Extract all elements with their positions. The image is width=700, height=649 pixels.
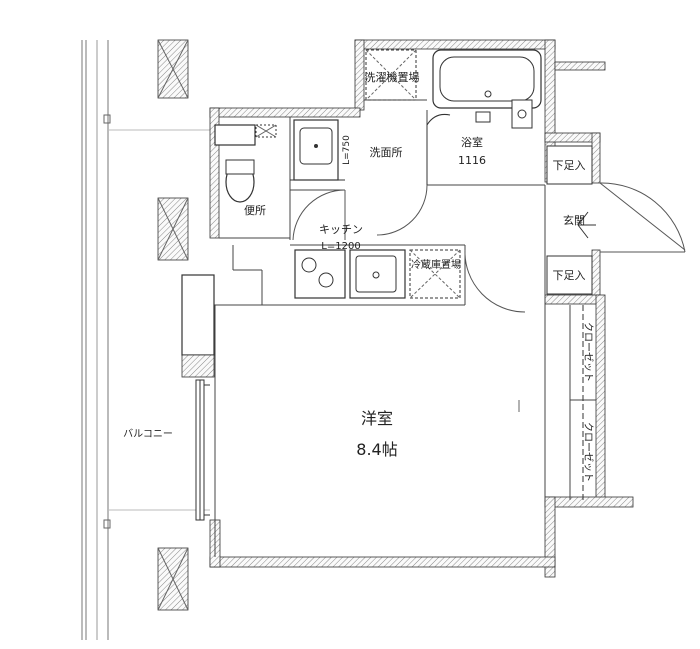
entrance-label: 玄関 [563, 213, 585, 227]
closet-label-bottom: クローゼット [582, 422, 594, 482]
kitchen-length-label: L=1200 [321, 241, 360, 252]
shoe-box-label-top: 下足入 [553, 159, 586, 172]
western-room-size: 8.4帖 [356, 440, 397, 459]
kitchen-label: キッチン [319, 223, 363, 236]
bath-label: 浴室 [461, 135, 483, 149]
fridge-label: 冷蔵庫置場 [411, 258, 461, 271]
western-room-outline [214, 304, 520, 557]
vanity-length-label: L=750 [342, 135, 352, 165]
interior-walls [210, 99, 596, 500]
structural-column [181, 274, 215, 378]
doors [292, 182, 686, 313]
washing-machine-space [365, 49, 417, 101]
balcony-window [195, 379, 210, 521]
toilet-label: 便所 [244, 204, 266, 217]
balcony-piers [157, 39, 189, 611]
shoe-box-label-bottom: 下足入 [553, 269, 586, 282]
washbasin [290, 119, 345, 181]
balcony-rails [81, 40, 210, 640]
closet-label-top: クローゼット [582, 322, 594, 382]
bath-size-label: 1116 [458, 154, 486, 167]
washroom-label: 洗面所 [370, 146, 403, 159]
balcony-label: バルコニー [123, 428, 173, 440]
kitchen-counter [294, 249, 406, 299]
western-room-label: 洋室 [361, 409, 393, 428]
toilet [214, 124, 277, 203]
bathtub [426, 49, 542, 185]
shoe-boxes [546, 145, 596, 295]
fridge-space [409, 249, 461, 299]
laundry-label: 洗濯機置場 [365, 70, 420, 84]
